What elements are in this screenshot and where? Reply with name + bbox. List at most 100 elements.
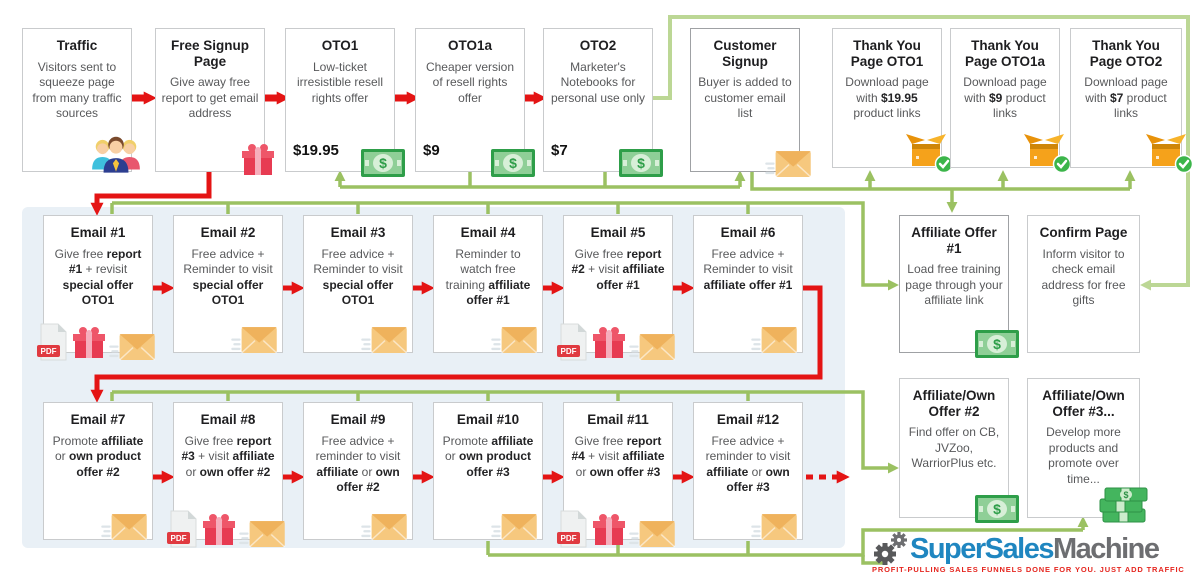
box-title: Free Signup Page bbox=[170, 38, 249, 69]
box-affiliate-own-offer-3: Affiliate/Own Offer #3... Develop more pr… bbox=[1027, 378, 1148, 523]
icon-row: PDF bbox=[557, 323, 676, 361]
box-title: Email #6 bbox=[720, 225, 776, 240]
box-body: Free advice + Reminder to visit special … bbox=[183, 246, 273, 308]
box-email-2: Email #2 Free advice + Reminder to visit … bbox=[173, 215, 283, 354]
bottom-line bbox=[488, 528, 1083, 557]
envelope-icon bbox=[361, 323, 408, 354]
box-title: Email #9 bbox=[330, 412, 386, 427]
box-email-4: Email #4 Reminder to watch free training … bbox=[433, 215, 543, 354]
box-body: Download page with $7 product links bbox=[1084, 75, 1168, 121]
gears-icon bbox=[872, 530, 908, 568]
box-body: Low-ticket irresistible resell rights of… bbox=[296, 59, 384, 105]
box-body: Give free report #2 + visit affiliate of… bbox=[571, 246, 665, 292]
box-body: Promote affiliate or own product offer #… bbox=[52, 433, 144, 479]
money-icon: $ bbox=[490, 148, 536, 178]
svg-text:PDF: PDF bbox=[561, 347, 577, 356]
icon-row: PDF bbox=[557, 510, 676, 548]
box-title: OTO1a bbox=[447, 38, 493, 53]
logo-part2: Machine bbox=[1052, 532, 1160, 565]
price-label: $19.95 bbox=[293, 142, 339, 159]
gift-icon bbox=[240, 142, 276, 178]
icon-row bbox=[751, 510, 798, 546]
icon-row bbox=[89, 134, 143, 183]
icon-row: PDF bbox=[37, 323, 156, 361]
svg-text:$: $ bbox=[993, 501, 1001, 517]
icon-row: $ bbox=[974, 329, 1020, 364]
gift-icon bbox=[591, 512, 627, 548]
box-body: Free advice + Reminder to visit affiliat… bbox=[703, 246, 793, 292]
box-body: Give free report #1 + revisit special of… bbox=[54, 246, 142, 308]
svg-text:$: $ bbox=[1123, 490, 1128, 500]
gift-icon bbox=[201, 512, 237, 548]
box-body: Find offer on CB, JVZoo, WarriorPlus etc… bbox=[908, 425, 1000, 471]
box-title: Email #4 bbox=[460, 225, 516, 240]
envelope-icon bbox=[765, 147, 812, 178]
envelope-icon bbox=[491, 510, 538, 541]
box-body: Download page with $9 product links bbox=[963, 75, 1047, 121]
box-title: Affiliate/Own Offer #3... bbox=[1042, 388, 1125, 419]
icon-row bbox=[1021, 131, 1072, 179]
box-title: Email #12 bbox=[716, 412, 780, 427]
icon-row bbox=[751, 323, 798, 359]
pdf-icon: PDF bbox=[557, 510, 588, 548]
box-title: Email #3 bbox=[330, 225, 386, 240]
box-body: Cheaper version of resell rights offer bbox=[425, 59, 515, 105]
box-title: Email #10 bbox=[456, 412, 520, 427]
pdf-icon: PDF bbox=[557, 323, 588, 361]
box-title: Email #2 bbox=[200, 225, 256, 240]
box-title: Thank You Page OTO1a bbox=[964, 38, 1046, 69]
icon-row bbox=[765, 147, 812, 183]
box-title: Email #11 bbox=[587, 412, 649, 427]
box-icon bbox=[1021, 131, 1072, 174]
svg-text:$: $ bbox=[993, 336, 1001, 352]
envelope-icon bbox=[751, 323, 798, 354]
box-body: Give free report #4 + visit affiliate or… bbox=[571, 433, 665, 479]
box-body: Download page with $19.95 product links bbox=[845, 75, 929, 121]
box-title: Affiliate Offer #1 bbox=[911, 225, 997, 256]
box-body: Give away free report to get email addre… bbox=[161, 75, 259, 121]
box-body: Reminder to watch free training affiliat… bbox=[445, 246, 531, 308]
box-title: Traffic bbox=[56, 38, 98, 53]
box-title: Email #7 bbox=[70, 412, 126, 427]
box-title: OTO2 bbox=[579, 38, 617, 53]
email6-to-email7-loop bbox=[90, 285, 823, 403]
icon-row bbox=[231, 323, 278, 359]
icon-row bbox=[903, 131, 954, 179]
flow-oto2-to-confirm-page bbox=[653, 15, 1190, 291]
box-body: Free advice + reminder to visit affiliat… bbox=[705, 433, 791, 495]
envelope-icon bbox=[629, 517, 676, 548]
envelope-icon bbox=[101, 510, 148, 541]
envelope-icon bbox=[361, 510, 408, 541]
envelope-icon bbox=[239, 517, 286, 548]
envelope-icon bbox=[491, 323, 538, 354]
icon-row bbox=[491, 510, 538, 546]
box-title: Email #5 bbox=[590, 225, 646, 240]
box-icon bbox=[1143, 131, 1194, 174]
money-icon: $ bbox=[360, 148, 406, 178]
box-body: Load free training page through your aff… bbox=[905, 262, 1003, 308]
people-icon bbox=[89, 134, 143, 178]
box-body: Develop more products and promote over t… bbox=[1046, 425, 1121, 486]
logo-part1: SuperSales bbox=[910, 532, 1054, 565]
icon-row: $ bbox=[974, 494, 1020, 529]
bottom-logo-tail bbox=[861, 555, 884, 565]
box-email-6: Email #6 Free advice + Reminder to visit … bbox=[693, 215, 803, 354]
box-body: Marketer's Notebooks for personal use on… bbox=[550, 59, 646, 105]
price-label: $7 bbox=[551, 142, 568, 159]
money-icon: $ bbox=[618, 148, 664, 178]
box-title: OTO1 bbox=[321, 38, 359, 53]
